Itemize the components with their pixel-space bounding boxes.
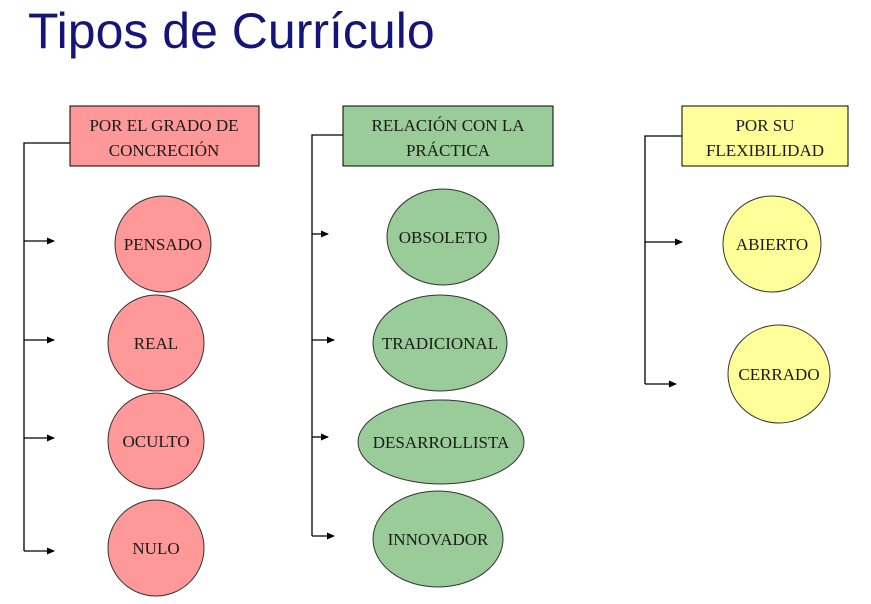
header-line: CONCRECIÓN [109,141,220,160]
node-nulo: NULO [132,539,179,558]
group-relacion-practica: RELACIÓN CON LA PRÁCTICA OBSOLETO TRADIC… [311,105,554,588]
header-line: POR SU [735,116,794,135]
node-pensado: PENSADO [124,235,202,254]
header-line: FLEXIBILIDAD [706,141,824,160]
node-tradicional: TRADICIONAL [382,334,498,353]
header-line: RELACIÓN CON LA [372,116,526,135]
node-desarrollista: DESARROLLISTA [373,433,510,452]
node-abierto: ABIERTO [736,235,808,254]
group-flexibilidad: POR SU FLEXIBILIDAD ABIERTO CERRADO [644,105,849,424]
node-real: REAL [134,334,178,353]
group-grado-concrecion: POR EL GRADO DE CONCRECIÓN PENSADO REAL … [23,105,260,597]
node-innovador: INNOVADOR [388,530,489,549]
header-line: PRÁCTICA [406,141,491,160]
header-box [342,105,554,167]
node-oculto: OCULTO [122,432,189,451]
connector-line [23,142,70,551]
connector-line [311,134,343,536]
node-cerrado: CERRADO [738,365,819,384]
node-obsoleto: OBSOLETO [399,228,487,247]
connector-line [644,135,682,384]
header-line: POR EL GRADO DE [89,116,238,135]
header-box [681,105,849,167]
page-title: Tipos de Currículo [28,3,435,59]
header-box [69,105,260,167]
